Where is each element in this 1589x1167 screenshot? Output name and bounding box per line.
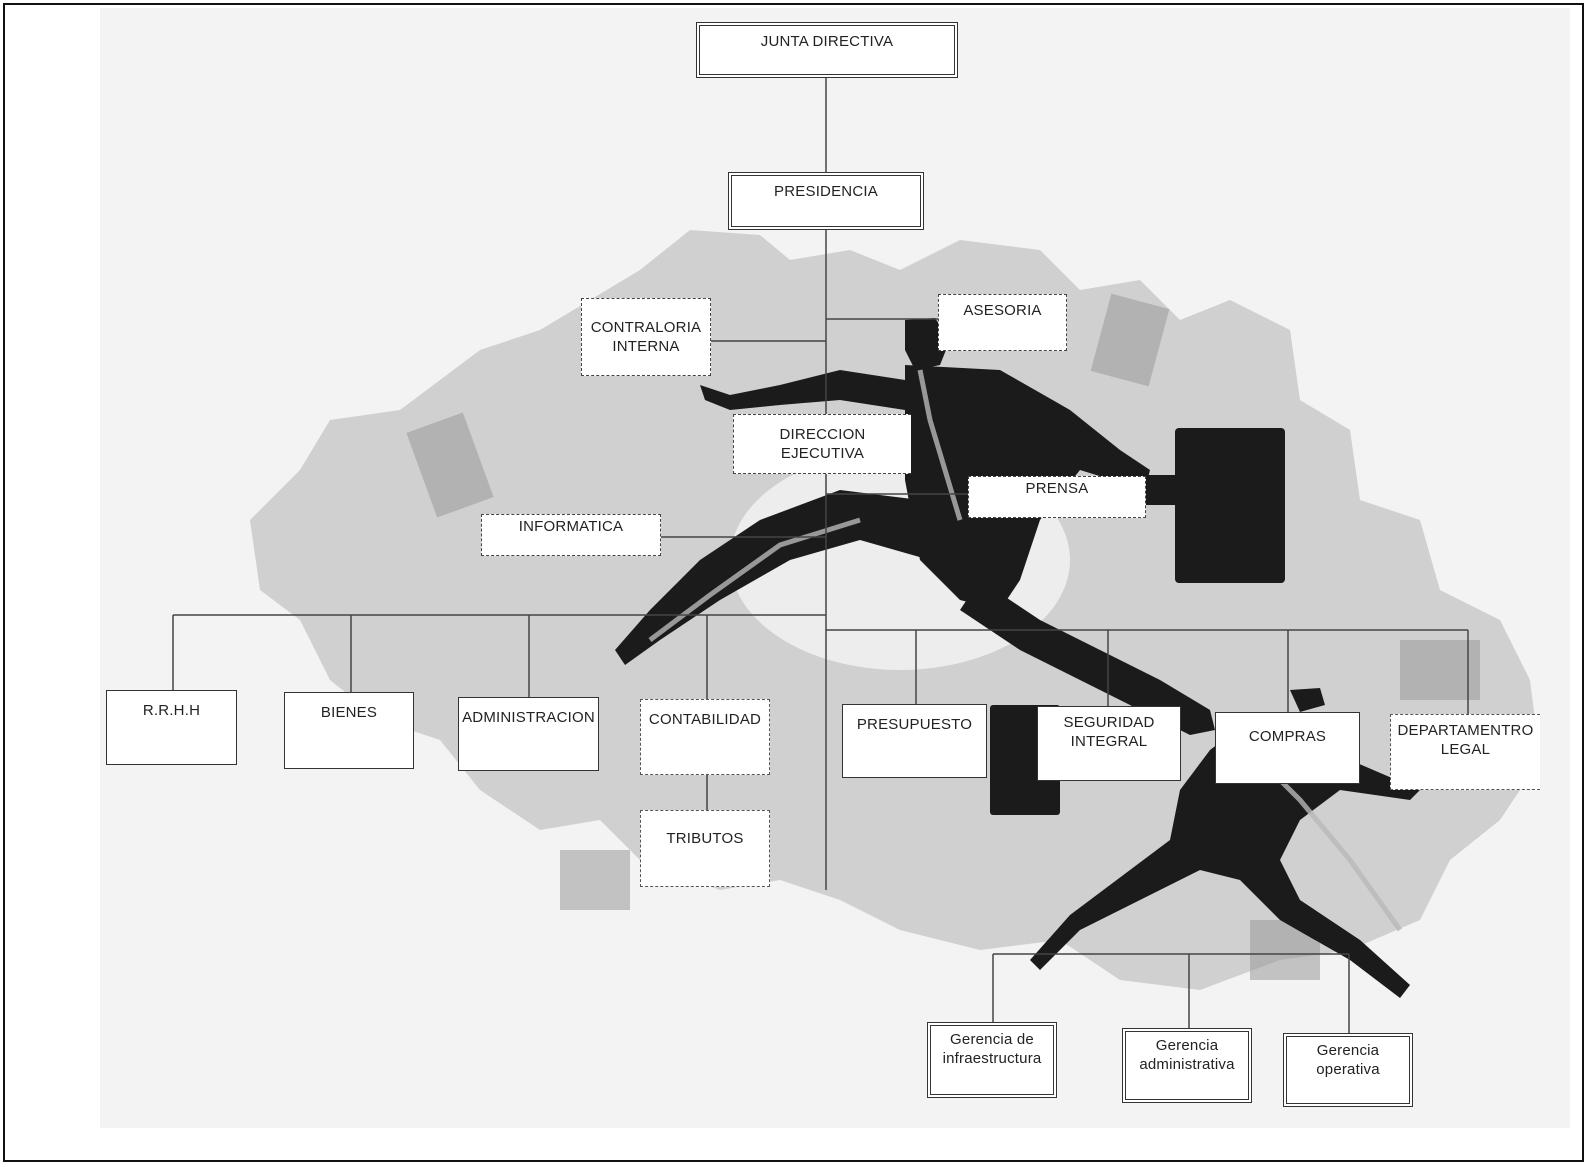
junta-directiva-box: JUNTA DIRECTIVA	[696, 22, 958, 78]
gear-teeth-shape	[406, 293, 1480, 980]
compras-box: COMPRAS	[1215, 712, 1360, 784]
rrhh-box: R.R.H.H	[106, 690, 237, 765]
gerencia-administrativa-box: Gerencia administrativa	[1122, 1028, 1252, 1103]
departamento-legal-box: DEPARTAMENTRO LEGAL	[1390, 714, 1540, 790]
presidencia-box: PRESIDENCIA	[728, 172, 924, 230]
contraloria-interna-box: CONTRALORIA INTERNA	[581, 298, 711, 376]
bienes-box: BIENES	[284, 692, 414, 769]
administracion-box: ADMINISTRACION	[458, 697, 599, 771]
page-border	[3, 3, 1584, 1162]
gerencia-infraestructura-box: Gerencia de infraestructura	[927, 1022, 1057, 1098]
seguridad-integral-box: SEGURIDAD INTEGRAL	[1037, 706, 1181, 781]
direccion-ejecutiva-box: DIRECCION EJECUTIVA	[733, 414, 911, 474]
connector-lines	[172, 78, 1469, 1033]
tributos-box: TRIBUTOS	[640, 810, 770, 887]
gerencia-operativa-box: Gerencia operativa	[1283, 1033, 1413, 1107]
contabilidad-box: CONTABILIDAD	[640, 699, 770, 775]
prensa-box: PRENSA	[968, 476, 1146, 518]
asesoria-box: ASESORIA	[938, 294, 1067, 351]
presupuesto-box: PRESUPUESTO	[842, 704, 987, 778]
informatica-box: INFORMATICA	[481, 514, 661, 556]
